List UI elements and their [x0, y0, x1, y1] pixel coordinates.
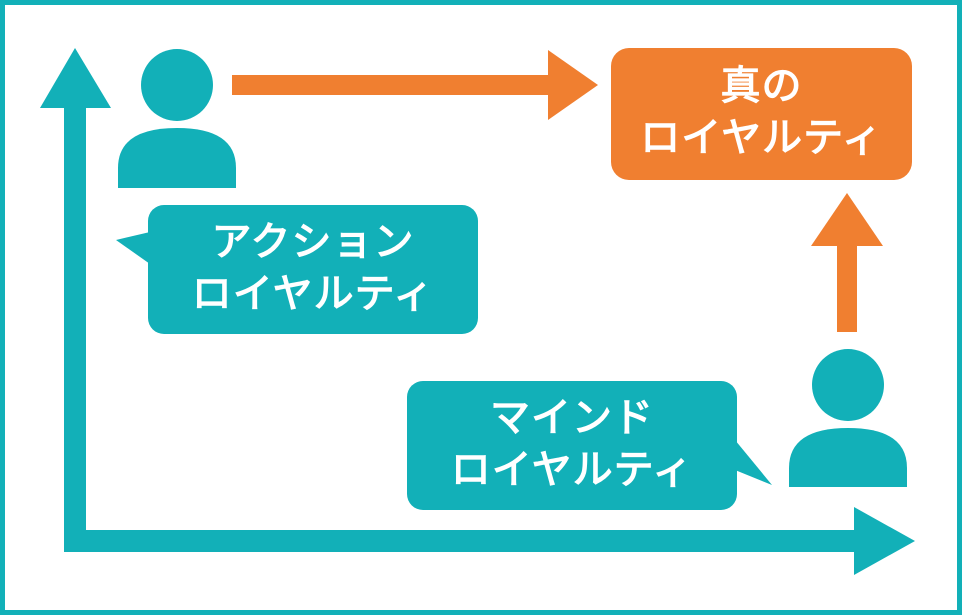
- mind-loyalty-line1: マインド: [490, 395, 654, 441]
- true-loyalty-box: [611, 48, 912, 180]
- x-axis-arrowhead: [854, 507, 915, 575]
- x-axis-line: [64, 530, 874, 552]
- action-loyalty-line1: アクション: [211, 219, 415, 265]
- true-loyalty-label: 真の ロイヤルティ: [611, 60, 912, 164]
- action-loyalty-bubble: [116, 205, 478, 334]
- action-loyalty-line2: ロイヤルティ: [191, 271, 435, 317]
- horizontal-arrow: [232, 50, 598, 120]
- y-axis-arrowhead: [40, 48, 111, 108]
- vertical-arrow: [811, 193, 883, 332]
- true-loyalty-line2: ロイヤルティ: [640, 115, 883, 161]
- action-loyalty-label: アクション ロイヤルティ: [148, 216, 478, 320]
- axes: [40, 48, 915, 575]
- y-axis-line: [64, 82, 86, 552]
- mind-loyalty-line2: ロイヤルティ: [450, 447, 694, 493]
- mind-loyalty-label: マインド ロイヤルティ: [407, 392, 737, 496]
- person-icon: [789, 349, 907, 487]
- person-icon: [118, 49, 236, 188]
- mind-loyalty-bubble: [407, 381, 772, 510]
- true-loyalty-line1: 真の: [720, 63, 803, 109]
